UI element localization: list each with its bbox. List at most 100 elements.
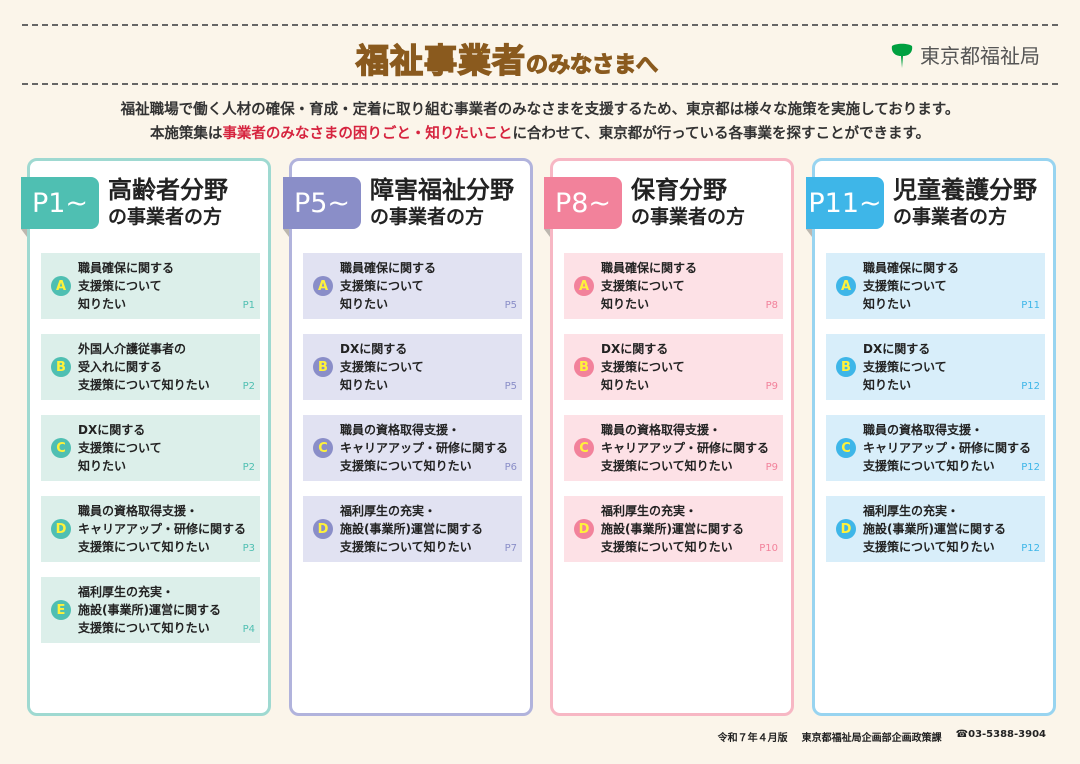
title-sub: のみなさまへ: [525, 52, 659, 78]
logo: 東京都福祉局: [890, 40, 1040, 69]
intro-text: 本施策集は: [149, 126, 223, 142]
item-page: P5: [504, 381, 517, 392]
category-title: 児童養護分野: [893, 176, 1037, 204]
item-page: P7: [504, 543, 517, 554]
edition: 令和７年４月版: [717, 733, 788, 744]
measure-item[interactable]: A 職員確保に関する 支援策について 知りたい P11: [826, 253, 1045, 319]
category-card: P5~ 障害福祉分野の事業者の方 A 職員確保に関する 支援策について 知りたい…: [283, 158, 533, 716]
measure-item[interactable]: B 外国人介護従事者の 受入れに関する 支援策について知りたい P2: [41, 334, 260, 400]
measure-item[interactable]: D 職員の資格取得支援・ キャリアアップ・研修に関する 支援策について知りたい …: [41, 496, 260, 562]
item-page: P6: [504, 462, 517, 473]
footer: 令和７年４月版 東京都福祉局企画部企画政策課 ☎03-5388-3904: [718, 729, 1046, 744]
item-text: 福利厚生の充実・ 施設(事業所)運営に関する 支援策について知りたい: [863, 504, 1006, 554]
item-text: DXに関する 支援策について 知りたい: [78, 423, 162, 473]
measure-item[interactable]: A 職員確保に関する 支援策について 知りたい P1: [41, 253, 260, 319]
intro-highlight: 事業者のみなさまの困りごと・知りたいこと: [222, 126, 513, 142]
intro-line-1: 福祉職場で働く人材の確保・育成・定着に取り組む事業者のみなさまを支援するため、東…: [120, 102, 960, 118]
intro-line-2: 本施策集は事業者のみなさまの困りごと・知りたいことに合わせて、東京都が行っている…: [0, 122, 1080, 143]
category-subtitle: の事業者の方: [893, 206, 1008, 228]
item-letter-badge: D: [574, 519, 594, 539]
category-subtitle: の事業者の方: [631, 206, 746, 228]
item-letter-badge: D: [836, 519, 856, 539]
item-text: 外国人介護従事者の 受入れに関する 支援策について知りたい: [78, 342, 210, 392]
ginkgo-leaf-icon: [891, 43, 913, 68]
measure-item[interactable]: C 職員の資格取得支援・ キャリアアップ・研修に関する 支援策について知りたい …: [303, 415, 522, 481]
item-page: P10: [759, 543, 778, 554]
item-letter-badge: D: [51, 519, 71, 539]
item-page: P8: [765, 300, 778, 311]
item-letter-badge: C: [51, 438, 71, 458]
category-card: P11~ 児童養護分野の事業者の方 A 職員確保に関する 支援策について 知りた…: [806, 158, 1056, 716]
item-text: 職員確保に関する 支援策について 知りたい: [601, 261, 698, 311]
measure-item[interactable]: E 福利厚生の充実・ 施設(事業所)運営に関する 支援策について知りたい P4: [41, 577, 260, 643]
item-page: P11: [1021, 300, 1040, 311]
category-card: P8~ 保育分野の事業者の方 A 職員確保に関する 支援策について 知りたい P…: [544, 158, 794, 716]
title-main: 福祉事業者: [355, 40, 526, 81]
intro-text: に合わせて、東京都が行っている各事業を探すことができます。: [512, 126, 931, 142]
item-text: 福利厚生の充実・ 施設(事業所)運営に関する 支援策について知りたい: [78, 585, 221, 635]
divider: [22, 83, 1058, 85]
measure-item[interactable]: B DXに関する 支援策について 知りたい P5: [303, 334, 522, 400]
measure-item[interactable]: D 福利厚生の充実・ 施設(事業所)運営に関する 支援策について知りたい P10: [564, 496, 783, 562]
item-letter-badge: A: [574, 276, 594, 296]
category-title: 高齢者分野: [108, 176, 228, 204]
item-text: DXに関する 支援策について 知りたい: [863, 342, 947, 392]
measure-item[interactable]: A 職員確保に関する 支援策について 知りたい P5: [303, 253, 522, 319]
item-text: 職員確保に関する 支援策について 知りたい: [340, 261, 437, 311]
measure-item[interactable]: C 職員の資格取得支援・ キャリアアップ・研修に関する 支援策について知りたい …: [826, 415, 1045, 481]
measure-item[interactable]: B DXに関する 支援策について 知りたい P12: [826, 334, 1045, 400]
item-text: 福利厚生の充実・ 施設(事業所)運営に関する 支援策について知りたい: [601, 504, 744, 554]
category-card: P1~ 高齢者分野の事業者の方 A 職員確保に関する 支援策について 知りたい …: [21, 158, 271, 716]
item-page: P12: [1021, 381, 1040, 392]
item-text: 福利厚生の充実・ 施設(事業所)運営に関する 支援策について知りたい: [340, 504, 483, 554]
measure-item[interactable]: C DXに関する 支援策について 知りたい P2: [41, 415, 260, 481]
item-text: 職員確保に関する 支援策について 知りたい: [78, 261, 175, 311]
measure-item[interactable]: D 福利厚生の充実・ 施設(事業所)運営に関する 支援策について知りたい P7: [303, 496, 522, 562]
item-page: P1: [242, 300, 255, 311]
item-page: P2: [242, 381, 255, 392]
item-letter-badge: B: [574, 357, 594, 377]
item-page: P12: [1021, 543, 1040, 554]
department: 東京都福祉局企画部企画政策課: [801, 733, 942, 744]
item-letter-badge: A: [51, 276, 71, 296]
item-page: P9: [765, 462, 778, 473]
page-tab[interactable]: P8~: [544, 177, 622, 237]
item-letter-badge: C: [836, 438, 856, 458]
category-heading: 高齢者分野の事業者の方: [108, 177, 228, 231]
category-title: 保育分野: [631, 176, 727, 204]
item-letter-badge: D: [313, 519, 333, 539]
item-letter-badge: C: [313, 438, 333, 458]
page-title: 福祉事業者 のみなさまへ: [355, 34, 659, 82]
logo-text: 東京都福祉局: [920, 44, 1040, 68]
item-page: P9: [765, 381, 778, 392]
category-heading: 児童養護分野の事業者の方: [893, 177, 1037, 231]
measure-item[interactable]: A 職員確保に関する 支援策について 知りたい P8: [564, 253, 783, 319]
item-letter-badge: B: [51, 357, 71, 377]
item-page: P3: [242, 543, 255, 554]
category-title: 障害福祉分野: [370, 176, 514, 204]
item-page: P2: [242, 462, 255, 473]
phone: ☎03-5388-3904: [955, 729, 1046, 740]
page-tab[interactable]: P5~: [283, 177, 361, 237]
category-subtitle: の事業者の方: [370, 206, 485, 228]
item-letter-badge: A: [836, 276, 856, 296]
item-letter-badge: B: [836, 357, 856, 377]
item-letter-badge: E: [51, 600, 71, 620]
item-text: DXに関する 支援策について 知りたい: [340, 342, 424, 392]
item-letter-badge: A: [313, 276, 333, 296]
item-letter-badge: B: [313, 357, 333, 377]
item-text: DXに関する 支援策について 知りたい: [601, 342, 685, 392]
measure-item[interactable]: C 職員の資格取得支援・ キャリアアップ・研修に関する 支援策について知りたい …: [564, 415, 783, 481]
item-page: P4: [242, 624, 255, 635]
measure-item[interactable]: D 福利厚生の充実・ 施設(事業所)運営に関する 支援策について知りたい P12: [826, 496, 1045, 562]
page-tab[interactable]: P11~: [806, 177, 884, 237]
item-page: P5: [504, 300, 517, 311]
category-heading: 障害福祉分野の事業者の方: [370, 177, 514, 231]
page-tab[interactable]: P1~: [21, 177, 99, 237]
measure-item[interactable]: B DXに関する 支援策について 知りたい P9: [564, 334, 783, 400]
item-text: 職員確保に関する 支援策について 知りたい: [863, 261, 960, 311]
item-letter-badge: C: [574, 438, 594, 458]
category-heading: 保育分野の事業者の方: [631, 177, 745, 231]
item-text: 職員の資格取得支援・ キャリアアップ・研修に関する 支援策について知りたい: [78, 504, 247, 554]
category-subtitle: の事業者の方: [108, 206, 223, 228]
